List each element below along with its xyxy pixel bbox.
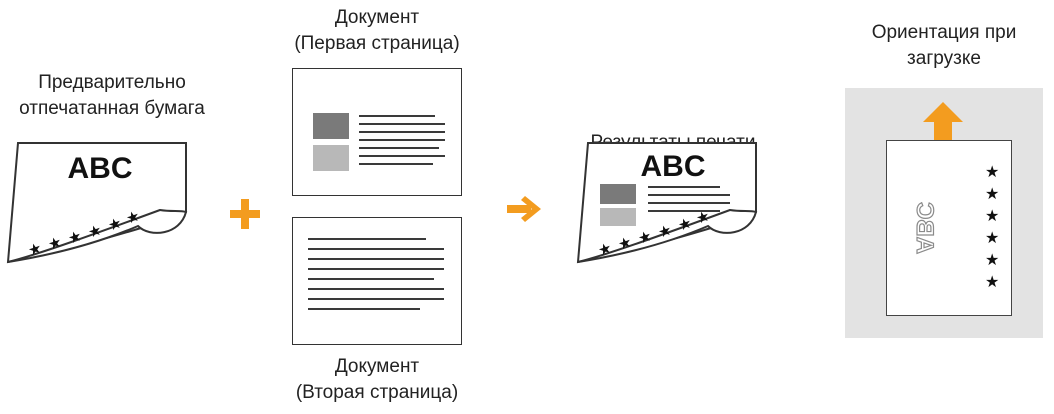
text-line — [308, 298, 444, 300]
text-line — [359, 163, 433, 165]
text-line — [308, 308, 420, 310]
document-page1-sheet — [292, 68, 462, 196]
mirrored-abc-text: ABC — [911, 202, 938, 254]
document-page2-label-line1: Документ — [334, 356, 420, 377]
svg-text:★: ★ — [985, 230, 999, 247]
text-line — [359, 131, 445, 133]
print-result-illustration: ABC ★ ★ ★ ★ ★ ★ — [576, 142, 758, 264]
arrow-right-icon — [507, 196, 541, 222]
svg-text:★: ★ — [985, 208, 999, 225]
loaded-paper-illustration: ABC ★ ★ ★ ★ ★ ★ — [910, 164, 999, 291]
star-row-icon: ★ ★ ★ ★ ★ ★ — [26, 207, 142, 259]
loaded-paper-sheet: ABC ★ ★ ★ ★ ★ ★ — [886, 140, 1012, 316]
preprinted-paper-illustration: ABC ★ ★ ★ ★ ★ ★ — [6, 142, 188, 264]
load-orientation-panel: ABC ★ ★ ★ ★ ★ ★ — [845, 88, 1043, 338]
svg-text:★: ★ — [985, 164, 999, 181]
document-page2-label: Документ (Вторая страница) — [296, 354, 458, 406]
text-line — [308, 258, 444, 260]
text-line — [359, 123, 445, 125]
svg-text:★: ★ — [106, 214, 124, 234]
text-line — [359, 139, 445, 141]
image-block-dark — [313, 113, 349, 139]
svg-text:★: ★ — [596, 239, 614, 259]
preprinted-paper-label: Предварительно отпечатанная бумага — [19, 70, 205, 122]
document-page1-label-line1: Документ — [334, 7, 420, 28]
text-line — [359, 147, 439, 149]
preprinted-paper-label-line1: Предварительно — [38, 72, 186, 93]
result-image-block-dark — [600, 184, 636, 204]
svg-text:★: ★ — [26, 239, 44, 259]
text-line — [308, 248, 444, 250]
text-line — [308, 268, 444, 270]
text-line — [308, 278, 434, 280]
svg-text:★: ★ — [636, 227, 654, 247]
svg-text:★: ★ — [66, 227, 84, 247]
svg-text:★: ★ — [46, 233, 64, 253]
svg-text:★: ★ — [616, 233, 634, 253]
text-line — [359, 155, 445, 157]
svg-text:★: ★ — [124, 207, 142, 227]
svg-text:★: ★ — [694, 207, 712, 227]
preprinted-text: ABC — [68, 152, 133, 185]
result-text-lines — [648, 186, 730, 212]
text-line — [359, 115, 435, 117]
preprinted-paper-label-line2: отпечатанная бумага — [19, 98, 205, 119]
plus-icon — [230, 199, 260, 229]
text-line — [308, 288, 444, 290]
feed-direction-arrow-icon — [923, 102, 963, 144]
svg-text:★: ★ — [985, 252, 999, 269]
image-block-light — [313, 145, 349, 171]
text-line — [308, 238, 426, 240]
star-row-icon: ★ ★ ★ ★ ★ ★ — [596, 207, 712, 259]
svg-text:★: ★ — [676, 214, 694, 234]
svg-text:★: ★ — [985, 274, 999, 291]
star-column-icon: ★ ★ ★ ★ ★ ★ — [985, 164, 999, 291]
svg-text:★: ★ — [86, 221, 104, 241]
document-page2-label-line2: (Вторая страница) — [295, 382, 459, 403]
result-image-block-light — [600, 208, 636, 226]
load-orientation-label-line1: Ориентация при — [871, 22, 1017, 43]
document-page1-label-line2: (Первая страница) — [294, 33, 460, 54]
document-page1-label: Документ (Первая страница) — [294, 5, 459, 57]
load-orientation-label: Ориентация при загрузке — [872, 20, 1017, 72]
svg-text:★: ★ — [656, 221, 674, 241]
load-orientation-label-line2: загрузке — [907, 48, 981, 69]
result-printed-text: ABC — [641, 150, 706, 183]
svg-text:★: ★ — [985, 186, 999, 203]
document-page2-sheet — [292, 217, 462, 345]
